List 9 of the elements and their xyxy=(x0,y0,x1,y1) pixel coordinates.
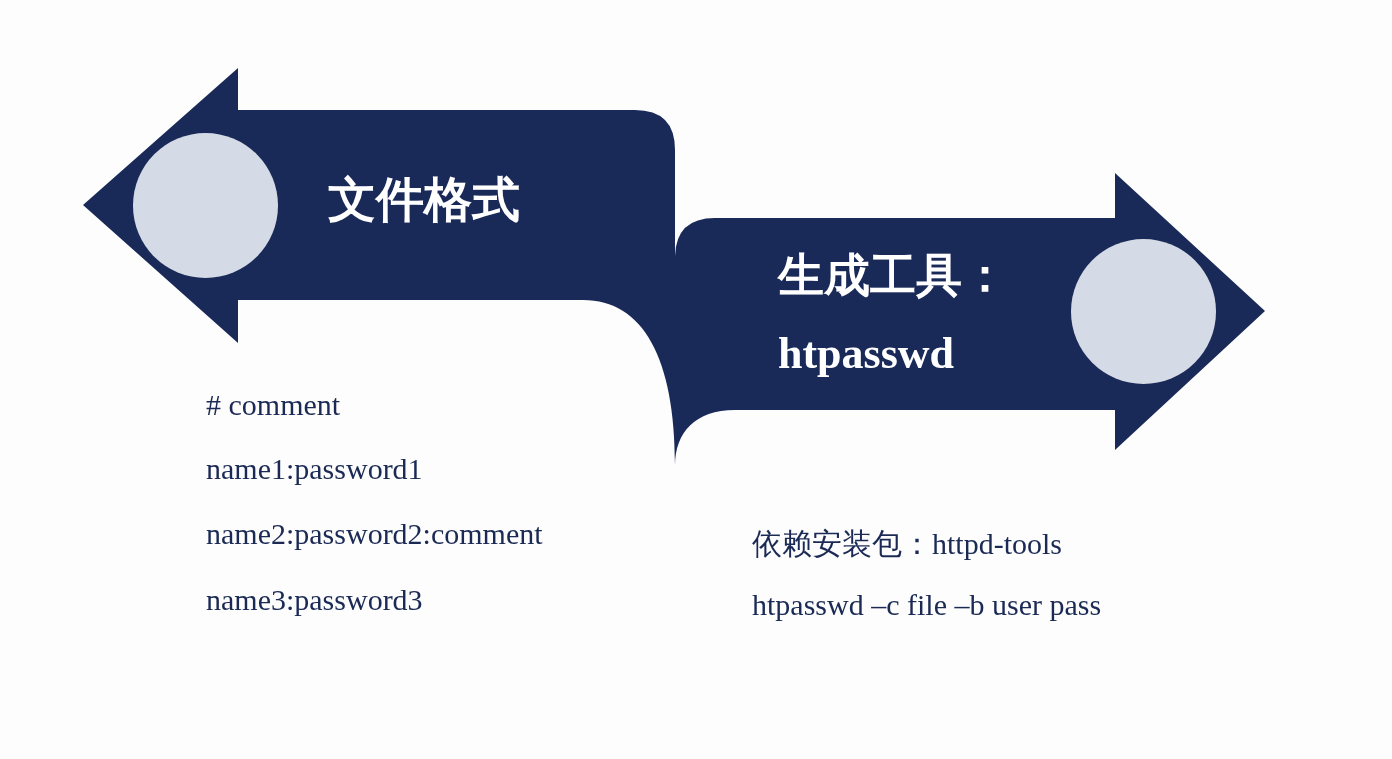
file-format-line: name3:password3 xyxy=(206,583,423,617)
file-format-line: name1:password1 xyxy=(206,452,423,486)
arrow-title: 文件格式 xyxy=(328,170,520,229)
arrow-subtitle: htpasswd xyxy=(778,328,955,379)
note-text: 依赖安装包：httpd-tools xyxy=(752,526,1062,562)
file-format-line: name2:password2:comment xyxy=(206,517,543,551)
arrow-title: 生成工具： xyxy=(778,247,1008,304)
note-text: htpasswd –c file –b user pass xyxy=(752,588,1102,622)
file-format-line: # comment xyxy=(206,388,341,422)
